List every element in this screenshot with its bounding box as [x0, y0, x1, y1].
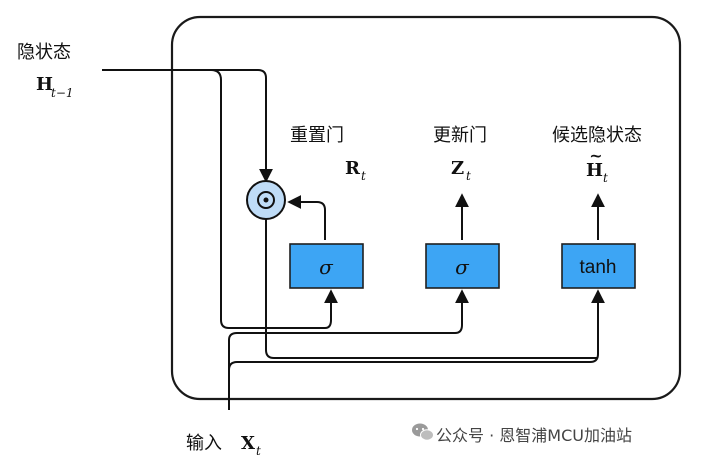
- watermark-text: 公众号 · 恩智浦MCU加油站: [436, 426, 632, 445]
- wires: [102, 69, 605, 410]
- sigma-label-reset: σ: [319, 255, 334, 279]
- candidate-state-label: 候选隐状态: [552, 125, 642, 146]
- elementwise-mult-node: [246, 180, 286, 220]
- candidate-state-sub: t: [603, 171, 608, 185]
- hidden-state-label: 隐状态: [17, 42, 71, 63]
- wechat-icon: [412, 423, 434, 441]
- watermark: 公众号 · 恩智浦MCU加油站: [412, 423, 632, 445]
- reset-gate-box: σ: [289, 243, 364, 289]
- reset-gate-symbol: R: [345, 158, 361, 179]
- hidden-state-sub: t−1: [51, 86, 74, 100]
- hidden-state-symbol: H: [36, 74, 53, 95]
- reset-gate-label: 重置门: [290, 125, 344, 146]
- tanh-label: tanh: [580, 257, 617, 278]
- candidate-tilde: ~: [589, 146, 602, 165]
- update-gate-box: σ: [425, 243, 500, 289]
- input-sub: t: [256, 444, 261, 458]
- update-gate-sub: t: [466, 169, 471, 183]
- input-label: 输入: [186, 433, 222, 454]
- cell-frame: [170, 15, 682, 401]
- update-gate-label: 更新门: [433, 125, 487, 146]
- input-symbol: X: [241, 433, 255, 454]
- update-gate-symbol: Z: [451, 158, 464, 179]
- tanh-box: tanh: [561, 243, 636, 289]
- candidate-state-symbol: H: [586, 160, 603, 181]
- sigma-label-update: σ: [455, 255, 470, 279]
- reset-gate-sub: t: [361, 169, 366, 183]
